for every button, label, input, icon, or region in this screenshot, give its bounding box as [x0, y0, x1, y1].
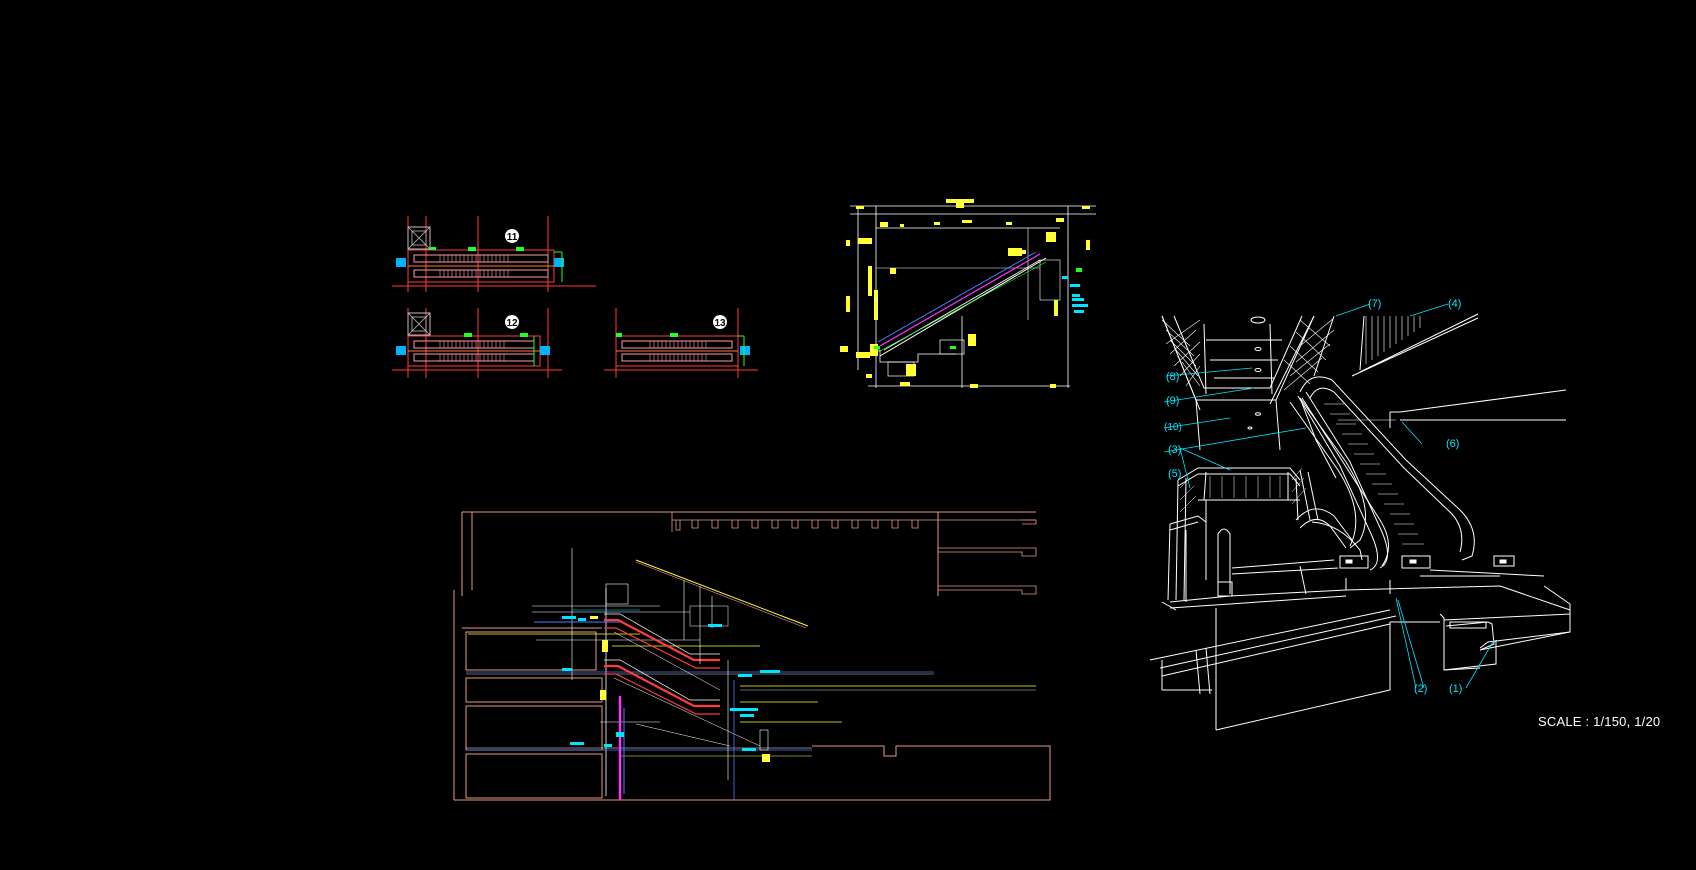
escalator-plan-view-13: 13 [604, 308, 758, 378]
building-section-drawing [453, 511, 1051, 801]
callout-4: (4) [1448, 298, 1461, 310]
callout-6: (6) [1446, 438, 1459, 450]
callout-7: (7) [1368, 298, 1381, 310]
scale-label: SCALE : 1/150, 1/20 [1538, 714, 1661, 729]
plan-label-13: 13 [714, 318, 726, 329]
escalator-perspective-sketch [1149, 313, 1571, 731]
perspective-callouts: (1) (2) (3) (4) (5) (6) (7) (8) (9) (10) [1164, 298, 1462, 695]
callout-5: (5) [1168, 468, 1181, 480]
callout-8: (8) [1166, 371, 1179, 383]
plan-label-11: 11 [507, 232, 518, 243]
callout-2: (2) [1414, 683, 1427, 695]
escalator-side-elevation [840, 199, 1096, 388]
callout-10: (10) [1164, 422, 1182, 433]
callout-9: (9) [1166, 395, 1179, 407]
callout-leader-lines [1163, 303, 1495, 689]
callout-1: (1) [1449, 683, 1462, 695]
plan-label-12: 12 [506, 318, 518, 329]
escalator-plan-view-11: 11 [392, 216, 596, 292]
escalator-plan-view-12: 12 [392, 308, 562, 378]
callout-3: (3) [1168, 444, 1181, 456]
